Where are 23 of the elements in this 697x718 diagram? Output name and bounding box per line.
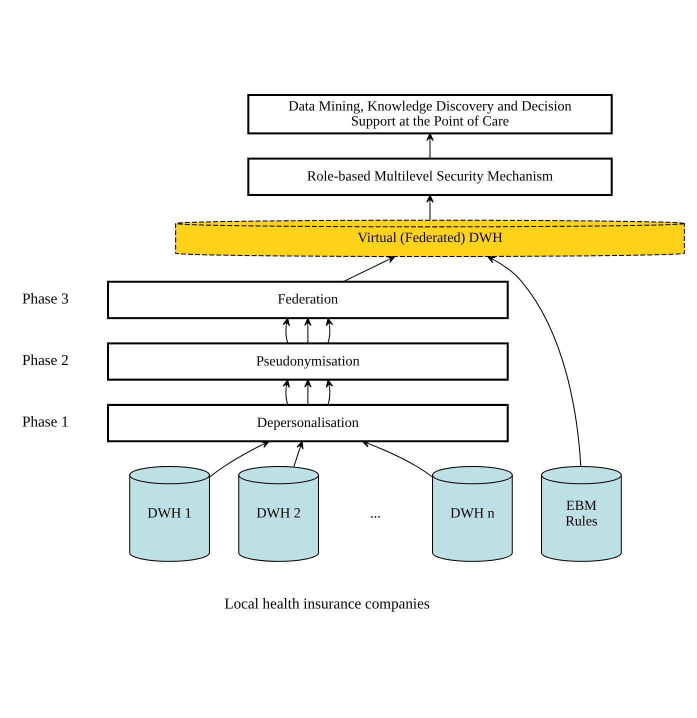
node-label: Phase 3 bbox=[22, 291, 69, 308]
node-box: Pseudonymisation bbox=[107, 342, 509, 381]
arrow bbox=[282, 379, 290, 405]
arrow bbox=[304, 379, 312, 405]
label: Local health insurance companies bbox=[224, 596, 430, 612]
arrow bbox=[487, 256, 582, 466]
node-box: Federation bbox=[107, 280, 509, 320]
arrow bbox=[342, 256, 396, 282]
node-label: Phase 2 bbox=[22, 353, 69, 370]
node-box: Data Mining, Knowledge Discovery and Decision Support at the Point of Care bbox=[247, 94, 613, 134]
node-box: Depersonalisation bbox=[107, 404, 509, 442]
arrow bbox=[304, 318, 312, 344]
arrow bbox=[326, 379, 334, 405]
arrow bbox=[293, 441, 304, 467]
label: ... bbox=[370, 506, 381, 522]
node-box: Role-based Multilevel Security Mechanism bbox=[247, 158, 613, 196]
node-label: Phase 1 bbox=[22, 414, 69, 431]
arrow bbox=[362, 440, 433, 478]
arrow bbox=[209, 440, 270, 478]
arrow bbox=[326, 318, 334, 344]
arrow bbox=[426, 194, 434, 220]
arrow bbox=[426, 133, 434, 159]
arrow bbox=[282, 318, 290, 344]
